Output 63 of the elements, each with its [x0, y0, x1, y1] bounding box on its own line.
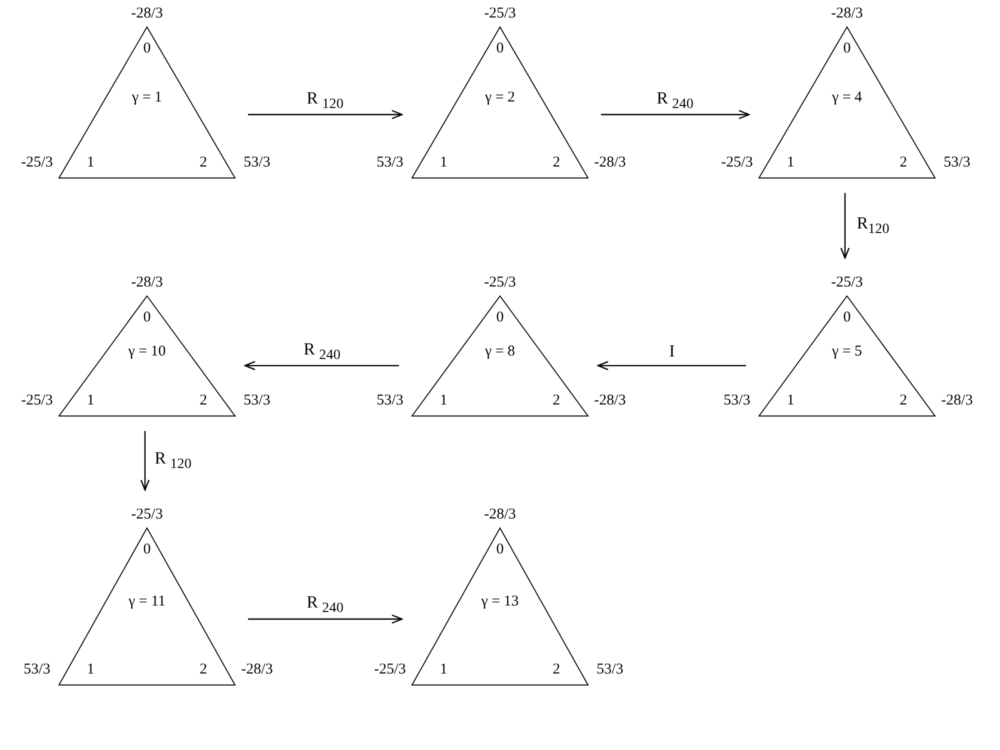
vertex-label: 2	[200, 156, 208, 170]
vertex-label: 0	[496, 542, 504, 558]
vertex-label: 1	[786, 156, 794, 170]
arrow	[601, 110, 750, 120]
arrow	[244, 360, 399, 370]
arrow	[597, 360, 746, 370]
corner-value: 53/3	[944, 156, 970, 170]
corner-value: -28/3	[594, 156, 626, 170]
corner-value: -28/3	[831, 6, 863, 22]
vertex-label: 2	[900, 156, 908, 170]
vertex-label: 1	[86, 394, 94, 408]
corner-value: -28/3	[484, 508, 516, 522]
gamma-label: γ = 11	[128, 594, 166, 610]
corner-value: -28/3	[131, 6, 163, 22]
corner-value: -25/3	[131, 508, 163, 522]
arrow	[840, 193, 850, 259]
gamma-label: γ = 5	[832, 344, 862, 360]
vertex-label: 2	[200, 394, 208, 408]
corner-value: 53/3	[724, 394, 750, 408]
corner-value: 53/3	[24, 662, 50, 678]
vertex-label: 0	[496, 42, 504, 56]
vertex-label: 0	[143, 42, 151, 56]
corner-value: 53/3	[244, 156, 270, 170]
vertex-label: 2	[200, 662, 208, 678]
corner-value: -25/3	[831, 276, 863, 290]
arrow	[140, 431, 150, 491]
vertex-label: 0	[843, 42, 851, 56]
gamma-label: γ = 10	[128, 344, 166, 360]
vertex-label: 2	[552, 156, 560, 170]
gamma-label: γ = 8	[484, 344, 516, 360]
vertex-label: 0	[143, 542, 151, 558]
vertex-label: 1	[786, 394, 794, 408]
arrow	[248, 614, 403, 624]
corner-value: -28/3	[594, 394, 626, 408]
vertex-label: 0	[843, 310, 851, 326]
corner-value: -25/3	[484, 276, 516, 290]
corner-value: -25/3	[374, 662, 406, 678]
corner-value: 53/3	[376, 156, 404, 170]
corner-value: -28/3	[241, 662, 273, 678]
corner-value: -25/3	[721, 156, 753, 170]
vertex-label: 1	[440, 662, 448, 678]
corner-value: -25/3	[484, 6, 516, 22]
corner-value: -25/3	[21, 394, 53, 408]
gamma-label: γ = 1	[132, 90, 162, 106]
gamma-label: γ = 4	[832, 90, 862, 106]
vertex-label: 0	[496, 310, 504, 326]
corner-value: 53/3	[244, 394, 270, 408]
vertex-label: 2	[900, 394, 908, 408]
vertex-label: 2	[552, 662, 560, 678]
arrow	[248, 110, 403, 120]
corner-value: -28/3	[941, 394, 973, 408]
vertex-label: 1	[86, 662, 94, 678]
vertex-label: 1	[86, 156, 94, 170]
gamma-label: γ = 13	[481, 594, 519, 610]
corner-value: -25/3	[21, 156, 53, 170]
corner-value: -28/3	[131, 276, 163, 290]
vertex-label: 0	[143, 310, 151, 326]
gamma-label: γ = 2	[484, 90, 516, 106]
vertex-label: 2	[552, 394, 560, 408]
corner-value: 53/3	[596, 662, 624, 678]
corner-value: 53/3	[376, 394, 404, 408]
vertex-label: 1	[440, 394, 448, 408]
vertex-label: 1	[440, 156, 448, 170]
